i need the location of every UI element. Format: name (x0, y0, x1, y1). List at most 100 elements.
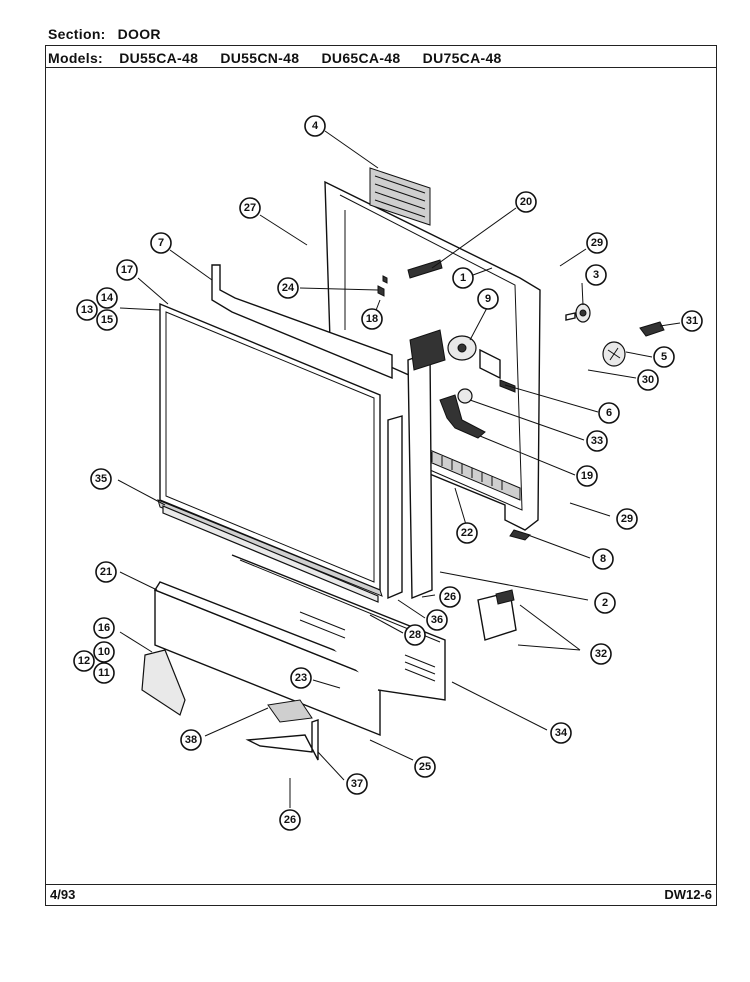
callout-label: 34 (555, 727, 568, 739)
lower-brackets (245, 699, 319, 761)
callout-26-upper: 26 (439, 586, 461, 608)
footer-date: 4/93 (50, 887, 76, 902)
callout-12: 12 (73, 650, 95, 672)
callout-26-lower: 26 (279, 809, 301, 831)
callout-label: 26 (284, 814, 296, 826)
callout-33: 33 (586, 430, 608, 452)
callout-31: 31 (681, 310, 703, 332)
callout-18: 18 (361, 308, 383, 330)
model-1: DU55CA-48 (119, 50, 199, 66)
callout-9: 9 (477, 288, 499, 310)
callout-23: 23 (290, 667, 312, 689)
callout-34: 34 (550, 722, 572, 744)
models-heading: Models: DU55CA-48 DU55CN-48 DU65CA-48 DU… (48, 50, 520, 66)
models-label: Models: (48, 50, 103, 66)
callout-label: 37 (351, 778, 363, 790)
callout-label: 25 (419, 761, 431, 773)
callout-35: 35 (90, 468, 112, 490)
callout-13: 13 (76, 299, 98, 321)
callout-label: 9 (485, 293, 491, 305)
footer-doc-code: DW12-6 (664, 887, 712, 902)
callout-36: 36 (426, 609, 448, 631)
callout-24: 24 (277, 277, 299, 299)
model-4: DU75CA-48 (422, 50, 502, 66)
callout-label: 21 (100, 566, 112, 578)
callout-37: 37 (346, 773, 368, 795)
side-channel (387, 329, 446, 600)
callout-6: 6 (598, 402, 620, 424)
callout-8: 8 (592, 548, 614, 570)
callout-29-bottom: 29 (616, 508, 638, 530)
callout-label: 5 (661, 351, 667, 363)
callout-label: 15 (101, 314, 113, 326)
model-2: DU55CN-48 (220, 50, 300, 66)
callout-label: 16 (98, 622, 110, 634)
section-value: DOOR (117, 26, 161, 42)
callout-16: 16 (93, 617, 115, 639)
callout-label: 17 (121, 264, 133, 276)
callout-label: 20 (520, 196, 532, 208)
callout-38: 38 (180, 729, 202, 751)
callout-14: 14 (96, 287, 118, 309)
callout-29-top: 29 (586, 232, 608, 254)
callout-label: 29 (621, 513, 633, 525)
callout-label: 38 (185, 734, 197, 746)
callout-label: 8 (600, 553, 606, 565)
header-divider (45, 67, 717, 68)
callout-label: 4 (312, 120, 319, 132)
callout-label: 22 (461, 527, 473, 539)
callout-label: 24 (282, 282, 295, 294)
diagram-frame (45, 45, 717, 906)
footer-divider (45, 884, 717, 885)
model-3: DU65CA-48 (321, 50, 401, 66)
callout-label: 13 (81, 304, 93, 316)
insulation-pad (141, 649, 186, 716)
callout-17: 17 (116, 259, 138, 281)
vapor-barrier-strip (211, 264, 393, 380)
callout-1: 1 (452, 267, 474, 289)
section-heading: Section: DOOR (48, 26, 161, 42)
callout-4: 4 (304, 115, 326, 137)
bottom-trim-strip (162, 505, 379, 603)
callout-label: 19 (581, 470, 593, 482)
callout-2: 2 (594, 592, 616, 614)
callout-label: 1 (460, 272, 466, 284)
callout-label: 14 (101, 292, 114, 304)
callout-label: 12 (78, 655, 90, 667)
callout-label: 10 (98, 646, 110, 658)
callout-21: 21 (95, 561, 117, 583)
callout-label: 36 (431, 614, 443, 626)
callout-label: 27 (244, 202, 256, 214)
callout-label: 6 (606, 407, 612, 419)
callout-label: 30 (642, 374, 654, 386)
callout-25: 25 (414, 756, 436, 778)
callout-22: 22 (456, 522, 478, 544)
callout-label: 26 (444, 591, 456, 603)
callout-label: 29 (591, 237, 603, 249)
callout-27: 27 (239, 197, 261, 219)
latch-knob-parts (477, 303, 665, 641)
callout-7: 7 (150, 232, 172, 254)
outer-door-panel (157, 302, 383, 597)
callout-label: 2 (602, 597, 608, 609)
callout-19: 19 (576, 465, 598, 487)
callout-10: 10 (93, 641, 115, 663)
callout-15: 15 (96, 309, 118, 331)
leader-lines (117, 130, 681, 808)
callout-label: 33 (591, 435, 603, 447)
callout-20: 20 (515, 191, 537, 213)
callout-label: 7 (158, 237, 164, 249)
callout-30: 30 (637, 369, 659, 391)
toe-panel (153, 554, 446, 737)
callout-label: 23 (295, 672, 307, 684)
section-label: Section: (48, 26, 106, 42)
callout-label: 28 (409, 629, 421, 641)
callout-label: 35 (95, 473, 107, 485)
callout-label: 3 (593, 269, 599, 281)
callout-label: 32 (595, 648, 607, 660)
callout-label: 11 (98, 667, 110, 679)
callout-28: 28 (404, 624, 426, 646)
callout-5: 5 (653, 346, 675, 368)
callout-11: 11 (93, 662, 115, 684)
callout-32: 32 (590, 643, 612, 665)
